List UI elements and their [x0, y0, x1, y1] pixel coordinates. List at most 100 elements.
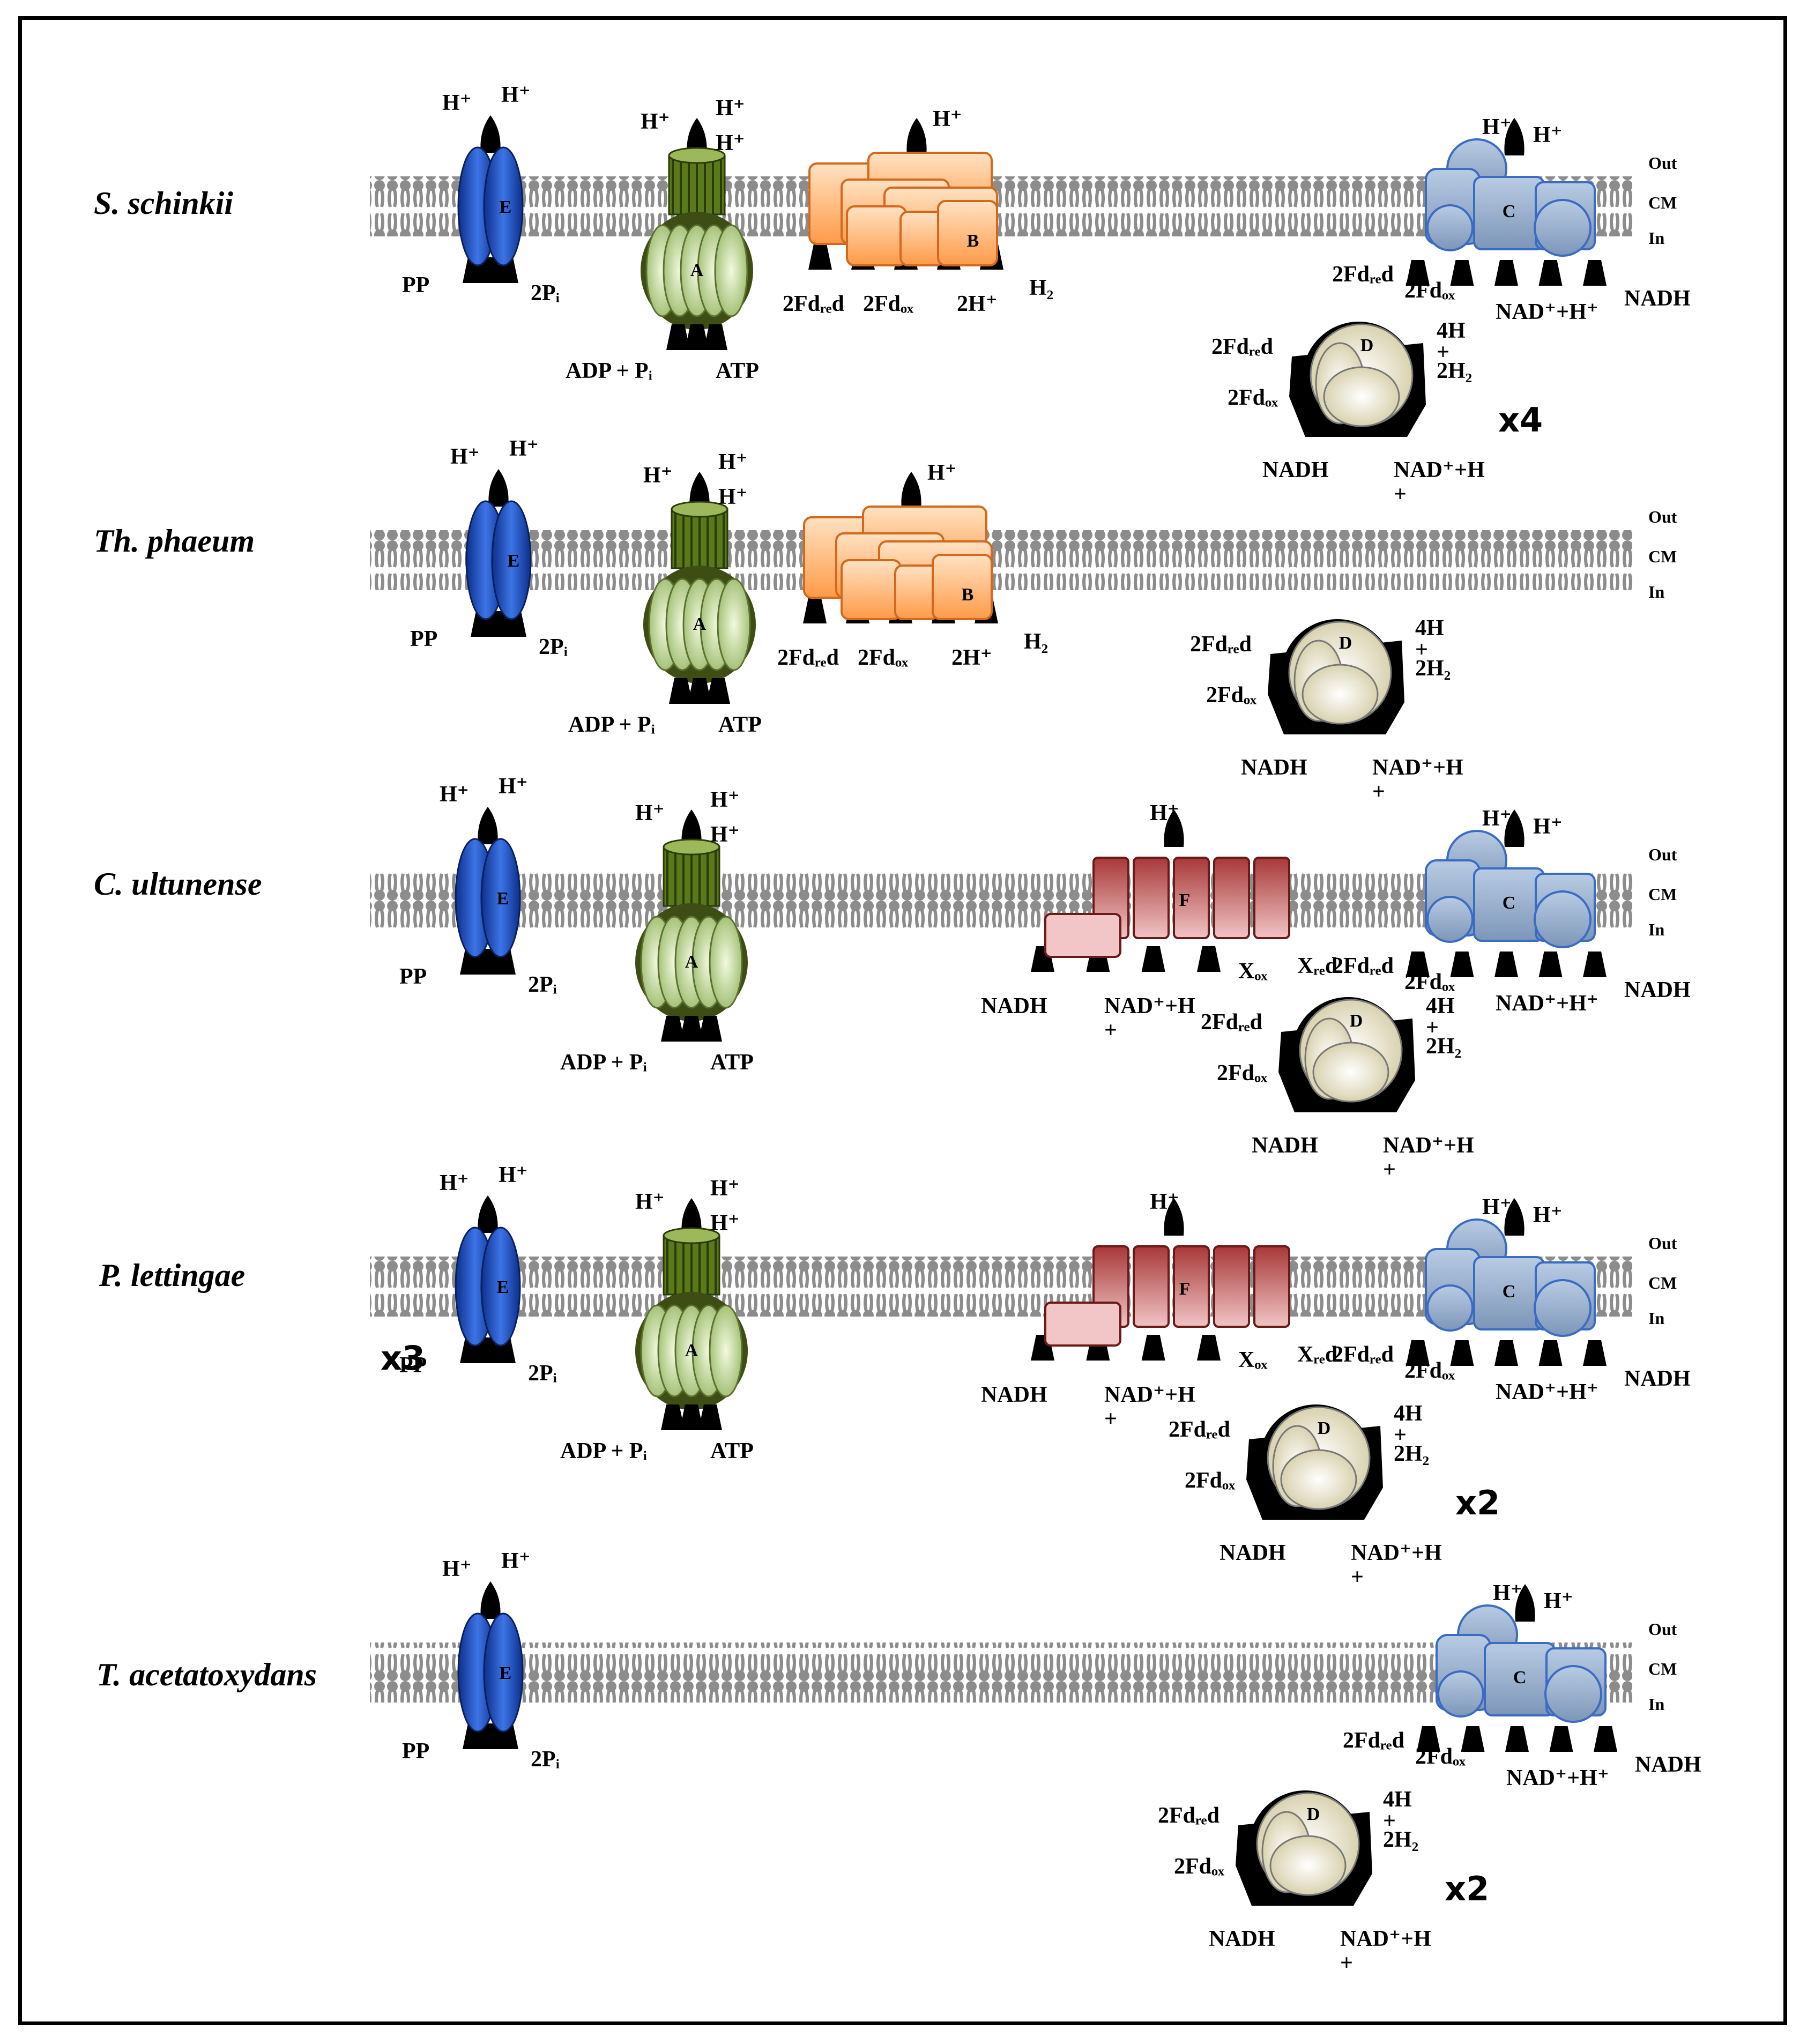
stalk	[1197, 1335, 1221, 1361]
proton-channel	[1164, 1198, 1184, 1236]
stalk	[680, 1404, 703, 1430]
species-label-c-ultunense: C. ultunense	[94, 866, 262, 902]
ring-top	[671, 501, 728, 518]
label-nadh: NADH	[1262, 458, 1329, 482]
subunit	[1213, 1245, 1250, 1328]
label-nadh: NADH	[981, 994, 1047, 1019]
proton-channel	[1504, 1198, 1525, 1236]
species-label-s-schinkii: S. schinkii	[94, 185, 234, 221]
subunit	[1323, 366, 1400, 427]
label-h-plus: H⁺	[1482, 115, 1512, 139]
label-plus: +	[1437, 340, 1449, 365]
label-pp: PP	[399, 1353, 427, 1378]
subunit	[1044, 913, 1121, 958]
label-2fd-ox: 2Fdₒₓ	[1404, 970, 1455, 994]
label-cm: CM	[1648, 1659, 1677, 1678]
stalk	[1494, 260, 1518, 286]
subunit	[932, 554, 993, 620]
letter-C: C	[1513, 1668, 1527, 1688]
stalk	[685, 324, 709, 350]
label-2h2: 2H₂	[1394, 1441, 1429, 1466]
subunit	[1269, 1835, 1347, 1896]
subunit	[846, 205, 907, 266]
proton-channel	[906, 118, 927, 155]
stalk	[1494, 952, 1518, 977]
label-adp-pi: ADP + Pᵢ	[560, 1050, 647, 1075]
label-pp: PP	[399, 964, 427, 989]
label-h-plus: H⁺	[1150, 1190, 1179, 1214]
label-h-plus: H⁺	[499, 774, 528, 799]
label-h-plus: H⁺	[635, 1190, 665, 1214]
letter-F: F	[1179, 1279, 1191, 1299]
lipid-bilayer	[370, 868, 1632, 928]
label-adp-pi: ADP + Pᵢ	[566, 359, 652, 383]
label-2pi: 2Pᵢ	[528, 972, 557, 997]
label-h-plus: H⁺	[710, 1211, 740, 1236]
lipid-bilayer	[370, 176, 1632, 236]
label-2fd-red: 2Fdᵣₑd	[1332, 262, 1394, 287]
label-2fd-red: 2Fdᵣₑd	[1343, 1728, 1404, 1753]
label-2fd-ox: 2Fdₒₓ	[1217, 1061, 1268, 1086]
label-atp: ATP	[716, 359, 759, 383]
label-h-plus: H⁺	[1533, 814, 1563, 839]
stalk	[1538, 1340, 1563, 1366]
label-nad-h: NAD⁺+H	[1372, 755, 1463, 780]
label-h-plus: H⁺	[501, 1549, 531, 1573]
proton-channel	[488, 469, 509, 507]
letter-B: B	[967, 231, 979, 251]
label-nad-h: NAD⁺+H	[1104, 1383, 1195, 1407]
label-h-plus: H⁺	[716, 96, 745, 121]
label-2fd-ox: 2Fdₒₓ	[1228, 385, 1278, 410]
letter-A: A	[685, 1341, 698, 1361]
subunit	[480, 1227, 521, 1347]
subunit	[1253, 1245, 1290, 1328]
proton-channel	[478, 807, 498, 844]
label-h-plus: H⁺	[716, 131, 745, 155]
label-nad-h: NAD⁺+H	[1394, 458, 1485, 482]
letter-C: C	[1503, 893, 1516, 913]
label-in: In	[1648, 920, 1664, 939]
label-2fd-red: 2Fdᵣₑd	[1211, 335, 1273, 359]
proton-channel	[480, 1581, 501, 1619]
subunit	[1213, 857, 1250, 939]
stalk	[1583, 952, 1607, 977]
label-in: In	[1648, 1694, 1664, 1714]
letter-A: A	[685, 952, 698, 972]
label-4h: 4H	[1437, 318, 1466, 343]
label-h-plus: H⁺	[1482, 1195, 1512, 1220]
subunit	[483, 146, 524, 266]
proton-channel	[1504, 809, 1525, 847]
label-cm: CM	[1648, 193, 1677, 212]
label-2fd-red: 2Fdᵣₑd	[1158, 1803, 1219, 1828]
label-pp: PP	[402, 1739, 429, 1764]
letter-E: E	[497, 889, 509, 909]
label-nad-h: NAD⁺+H	[1104, 994, 1195, 1019]
label-plus: +	[1351, 1565, 1364, 1589]
label-nad-h: NAD⁺+H	[1340, 1927, 1431, 1951]
label-2pi: 2Pᵢ	[531, 1747, 560, 1772]
label-nadh: NADH	[1624, 286, 1691, 311]
stalk	[688, 678, 711, 704]
label-plus: +	[1104, 1018, 1117, 1043]
label-h-plus: H⁺	[1533, 1203, 1563, 1228]
proton-channel	[1515, 1584, 1535, 1622]
label-pp: PP	[402, 273, 429, 298]
letter-A: A	[690, 261, 704, 280]
label-cm: CM	[1648, 1273, 1677, 1292]
label-2h2: 2H₂	[1415, 656, 1451, 681]
stalk	[1538, 260, 1563, 286]
label-h-plus: H⁺	[442, 1557, 472, 1581]
subunit	[491, 500, 532, 620]
